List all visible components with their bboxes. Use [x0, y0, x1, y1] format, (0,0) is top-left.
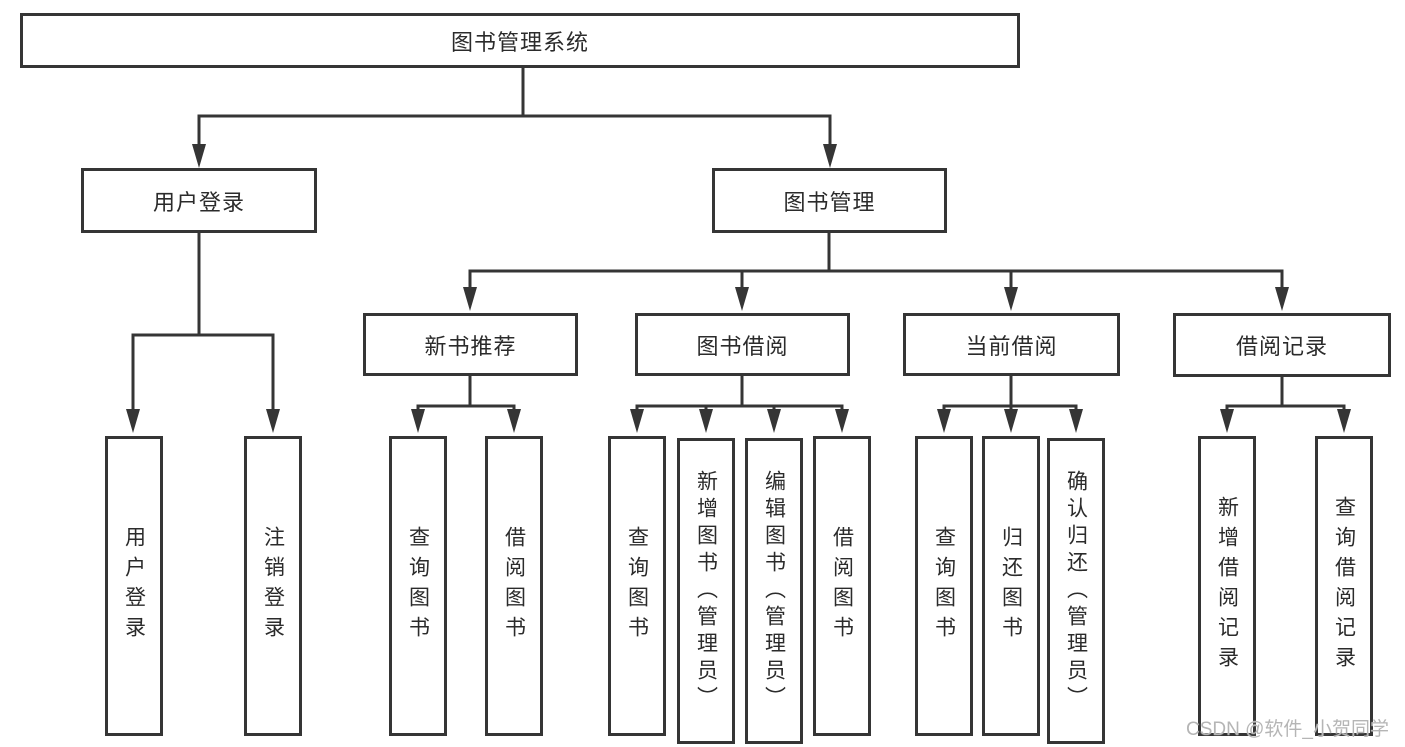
- leaf-user-login: 用户登录: [105, 436, 163, 736]
- csdn-watermark: CSDN @软件_小贺同学: [1186, 719, 1389, 740]
- node-book-management-label: 图书管理: [783, 189, 876, 215]
- node-new-book-recommend-label: 新书推荐: [424, 333, 517, 359]
- node-book-management: 图书管理: [712, 168, 947, 233]
- leaf-newrec-borrow-books-label: 借阅图书: [502, 526, 526, 646]
- leaf-logout-label: 注销登录: [261, 526, 285, 646]
- leaf-logout: 注销登录: [244, 436, 302, 736]
- leaf-borrow-borrow-books: 借阅图书: [813, 436, 871, 736]
- leaf-current-confirm-return-admin-label: 确认归还（管理员）: [1064, 469, 1088, 713]
- leaf-current-confirm-return-admin: 确认归还（管理员）: [1047, 438, 1105, 744]
- leaf-borrow-borrow-books-label: 借阅图书: [830, 526, 854, 646]
- leaf-borrow-query-books: 查询图书: [608, 436, 666, 736]
- leaf-record-query-borrow-record: 查询借阅记录: [1315, 436, 1373, 736]
- node-borrow-record-label: 借阅记录: [1235, 334, 1328, 359]
- leaf-current-query-books: 查询图书: [915, 436, 973, 736]
- leaf-borrow-edit-books-admin: 编辑图书（管理员）: [745, 438, 803, 744]
- node-user-login: 用户登录: [81, 168, 317, 233]
- leaf-current-return-books: 归还图书: [982, 436, 1040, 736]
- leaf-borrow-edit-books-admin-label: 编辑图书（管理员）: [762, 469, 786, 713]
- node-book-borrow-label: 图书借阅: [696, 333, 789, 359]
- leaf-user-login-label: 用户登录: [122, 526, 146, 646]
- leaf-borrow-add-books-admin: 新增图书（管理员）: [677, 438, 735, 744]
- leaf-current-return-books-label: 归还图书: [999, 526, 1023, 646]
- node-current-borrow: 当前借阅: [903, 313, 1120, 376]
- leaf-record-add-borrow-record: 新增借阅记录: [1198, 436, 1256, 736]
- leaf-newrec-query-books: 查询图书: [389, 436, 447, 736]
- leaf-newrec-borrow-books: 借阅图书: [485, 436, 543, 736]
- leaf-record-add-borrow-record-label: 新增借阅记录: [1215, 496, 1239, 676]
- node-borrow-record: 借阅记录: [1173, 313, 1391, 377]
- leaf-borrow-add-books-admin-label: 新增图书（管理员）: [694, 469, 718, 713]
- leaf-record-query-borrow-record-label: 查询借阅记录: [1332, 496, 1356, 676]
- node-user-login-label: 用户登录: [152, 189, 245, 215]
- leaf-newrec-query-books-label: 查询图书: [406, 526, 430, 646]
- node-library-system: 图书管理系统: [20, 13, 1020, 68]
- leaf-current-query-books-label: 查询图书: [932, 526, 956, 646]
- leaf-borrow-query-books-label: 查询图书: [625, 526, 649, 646]
- node-library-system-label: 图书管理系统: [450, 29, 589, 55]
- node-new-book-recommend: 新书推荐: [363, 313, 578, 376]
- node-current-borrow-label: 当前借阅: [965, 333, 1058, 359]
- node-book-borrow: 图书借阅: [635, 313, 850, 376]
